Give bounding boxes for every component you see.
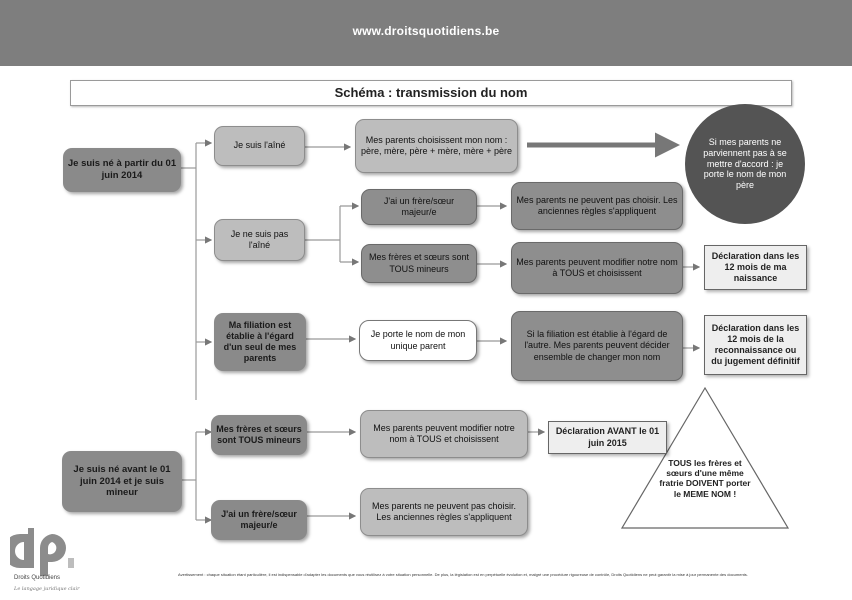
node-can-modify-2: Mes parents peuvent modifier notre nom à… [360, 410, 528, 458]
node-cannot-choose-1-label: Mes parents ne peuvent pas choisir. Les … [516, 194, 678, 216]
no-agreement-label: Si mes parents ne parviennent pas à se m… [703, 136, 787, 191]
node-eldest: Je suis l'aîné [214, 126, 305, 166]
logo-name: Droits Quotidiens [14, 575, 61, 581]
node-not-eldest: Je ne suis pas l'aîné [214, 219, 305, 261]
node-can-modify-1: Mes parents peuvent modifier notre nom à… [511, 242, 683, 294]
node-born-after-label: Je suis né à partir du 01 juin 2014 [67, 158, 177, 181]
node-decl-recognition: Déclaration dans les 12 mois de la recon… [704, 315, 807, 375]
same-name-warning: TOUS les frères et sœurs d'une même frat… [659, 458, 751, 499]
node-can-modify-1-label: Mes parents peuvent modifier notre nom à… [516, 256, 678, 278]
node-sibling-major-before-label: J'ai un frère/sœur majeur/e [221, 508, 297, 530]
node-decl-before: Déclaration AVANT le 01 juin 2015 [548, 421, 667, 454]
node-siblings-minor-before: Mes frères et sœurs sont TOUS mineurs [211, 415, 307, 455]
node-decl-before-label: Déclaration AVANT le 01 juin 2015 [555, 426, 660, 448]
no-agreement-circle: Si mes parents ne parviennent pas à se m… [685, 104, 805, 224]
node-can-modify-2-label: Mes parents peuvent modifier notre nom à… [373, 422, 515, 444]
node-filiation-other-label: Si la filiation est établie à l'égard de… [524, 329, 670, 362]
node-born-after: Je suis né à partir du 01 juin 2014 [63, 148, 181, 192]
site-url[interactable]: www.droitsquotidiens.be [352, 24, 500, 38]
node-sibling-major-label: J'ai un frère/sœur majeur/e [383, 195, 455, 217]
title-box: Schéma : transmission du nom [70, 80, 792, 106]
node-born-before-label: Je suis né avant le 01 juin 2014 et je s… [73, 463, 171, 499]
logo-tagline: Le langage juridique clair [14, 586, 80, 592]
node-unique-parent-name-label: Je porte le nom de mon unique parent [370, 329, 466, 351]
node-sibling-major: J'ai un frère/sœur majeur/e [361, 189, 477, 225]
node-parents-choose-label: Mes parents choisissent mon nom : père, … [360, 134, 513, 156]
node-siblings-minor-label: Mes frères et sœurs sont TOUS mineurs [368, 252, 470, 274]
node-sibling-major-before: J'ai un frère/sœur majeur/e [211, 500, 307, 540]
node-single-filiation-label: Ma filiation est établie à l'égard d'un … [223, 319, 297, 364]
node-filiation-other: Si la filiation est établie à l'égard de… [511, 311, 683, 381]
site-header: www.droitsquotidiens.be [0, 0, 852, 66]
node-decl-birth: Déclaration dans les 12 mois de ma naiss… [704, 245, 807, 290]
node-eldest-label: Je suis l'aîné [233, 140, 286, 151]
node-single-filiation: Ma filiation est établie à l'égard d'un … [214, 313, 306, 371]
node-siblings-minor-before-label: Mes frères et sœurs sont TOUS mineurs [216, 423, 302, 445]
node-decl-recognition-label: Déclaration dans les 12 mois de la recon… [711, 322, 800, 367]
diagram-title: Schéma : transmission du nom [334, 85, 528, 100]
warning-triangle [620, 386, 790, 529]
node-parents-choose: Mes parents choisissent mon nom : père, … [355, 119, 518, 173]
node-siblings-minor: Mes frères et sœurs sont TOUS mineurs [361, 244, 477, 283]
node-born-before: Je suis né avant le 01 juin 2014 et je s… [62, 451, 182, 512]
node-decl-birth-label: Déclaration dans les 12 mois de ma naiss… [711, 250, 800, 284]
disclaimer: Avertissement : chaque situation étant p… [178, 572, 748, 577]
node-cannot-choose-2: Mes parents ne peuvent pas choisir. Les … [360, 488, 528, 536]
droits-quotidiens-logo[interactable] [10, 528, 80, 576]
node-cannot-choose-2-label: Mes parents ne peuvent pas choisir. Les … [371, 500, 517, 522]
node-unique-parent-name: Je porte le nom de mon unique parent [359, 320, 477, 361]
node-not-eldest-label: Je ne suis pas l'aîné [230, 228, 289, 250]
node-cannot-choose-1: Mes parents ne peuvent pas choisir. Les … [511, 182, 683, 230]
